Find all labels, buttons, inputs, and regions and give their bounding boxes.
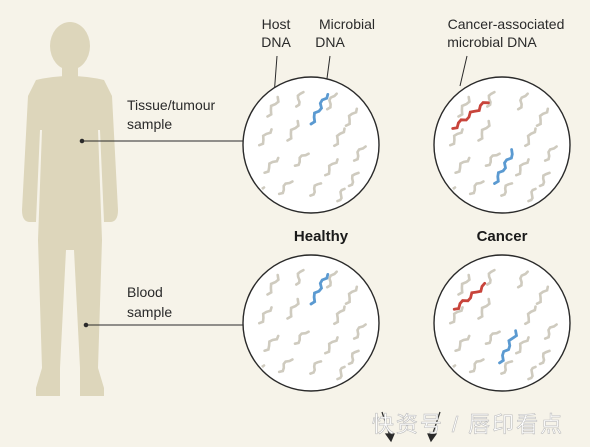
- host-dna-strand: [524, 305, 537, 326]
- host-dna-strand: [309, 360, 323, 375]
- host-dna-strand: [324, 158, 339, 177]
- host-dna-strand: [535, 107, 550, 127]
- host-dna-strand: [516, 92, 529, 111]
- host-dna-strand: [295, 90, 305, 108]
- tissue-healthy-panel: [242, 76, 380, 214]
- host-dna-strand: [286, 297, 300, 320]
- host-dna-strand: [336, 365, 346, 381]
- microbial-dna-strand: [493, 148, 514, 185]
- host-dna-strand: [277, 358, 294, 374]
- watermark-text: 快资号 / 唇印看点: [372, 412, 564, 437]
- cancer-dna-pointer: [459, 55, 468, 87]
- host-dna-strand: [515, 158, 530, 177]
- tissue-cancer-panel: [433, 76, 571, 214]
- host-dna-strand: [477, 297, 491, 320]
- host-dna-strand: [309, 182, 323, 197]
- host-dna-strand: [477, 119, 491, 142]
- host-dna-strand: [515, 336, 530, 355]
- host-dna-strand: [333, 305, 346, 326]
- host-dna-strand: [263, 156, 280, 174]
- host-dna-strand: [336, 187, 346, 203]
- host-dna-strand: [543, 323, 558, 340]
- host-dna-strand: [538, 349, 551, 366]
- host-dna-strand: [527, 187, 537, 203]
- host-dna-strand: [286, 119, 300, 142]
- sample-panels: [242, 76, 571, 392]
- host-dna-strand: [454, 334, 471, 352]
- blood-healthy-panel: [242, 254, 380, 392]
- host-dna-strand: [486, 268, 496, 286]
- host-dna-strand: [266, 95, 280, 118]
- host-dna-strand: [449, 128, 464, 147]
- host-dna-strand: [484, 152, 501, 167]
- tissue-sample-label-line2: sample: [127, 116, 172, 132]
- host-dna-strand: [543, 145, 558, 162]
- tissue-healthy-circle: [242, 76, 380, 214]
- microbial-dna-label-line1: Microbial: [319, 16, 375, 32]
- cancer-dna-label-line1: Cancer-associated: [448, 16, 565, 32]
- host-dna-strand: [293, 152, 310, 167]
- microbial-dna-strand: [309, 93, 330, 126]
- output-arrows: [381, 411, 441, 443]
- host-dna-strand: [266, 273, 280, 296]
- cancer-label: Cancer: [477, 228, 528, 245]
- host-dna-strand: [344, 285, 359, 305]
- blood-cancer-panel: [433, 254, 571, 392]
- host-dna-strand: [347, 349, 360, 366]
- host-dna-strand: [324, 336, 339, 355]
- host-dna-strand: [258, 128, 273, 147]
- host-dna-strand: [277, 180, 294, 196]
- host-dna-strand: [344, 107, 359, 127]
- host-dna-strand: [500, 182, 514, 197]
- cancer-dna-label-line2: microbial DNA: [447, 34, 537, 50]
- host-dna-strand: [535, 285, 550, 305]
- host-dna-strand: [468, 358, 485, 374]
- host-dna-strand: [352, 145, 367, 162]
- blood-cancer-circle: [433, 254, 571, 392]
- blood-sample-label-line1: Blood: [127, 284, 163, 300]
- healthy-label: Healthy: [294, 228, 349, 245]
- pointer-lines: [79, 55, 468, 328]
- host-dna-strand: [325, 92, 338, 111]
- host-dna-strand: [333, 127, 346, 148]
- host-dna-strand: [500, 360, 514, 375]
- cancer-microbial-dna-strand: [452, 281, 487, 311]
- host-dna-strand: [484, 330, 501, 345]
- microbial-dna-strand: [309, 273, 330, 306]
- host-dna-strand: [524, 127, 537, 148]
- microbial-dna-strand: [498, 329, 519, 365]
- blood-sample-label-line2: sample: [127, 304, 172, 320]
- host-dna-strand: [263, 334, 280, 352]
- host-dna-strand: [295, 268, 305, 286]
- host-dna-label-line1: Host: [262, 16, 291, 32]
- blood-healthy-circle: [242, 254, 380, 392]
- host-dna-strand: [527, 365, 537, 381]
- host-dna-strand: [258, 306, 273, 325]
- host-dna-strand: [449, 306, 464, 325]
- tissue-cancer-circle: [433, 76, 571, 214]
- host-dna-label-line2: DNA: [261, 34, 291, 50]
- host-dna-strand: [468, 180, 485, 196]
- host-dna-strand: [457, 95, 471, 118]
- host-dna-strand: [352, 323, 367, 340]
- host-dna-strand: [347, 171, 360, 188]
- host-dna-strand: [486, 90, 496, 108]
- host-dna-strand: [538, 171, 551, 188]
- host-dna-strand: [516, 270, 529, 289]
- tissue-sample-label-line1: Tissue/tumour: [127, 97, 216, 113]
- host-dna-strand: [293, 330, 310, 345]
- host-dna-strand: [325, 270, 338, 289]
- cancer-microbial-dna-strand: [451, 101, 490, 130]
- microbial-dna-label-line2: DNA: [315, 34, 345, 50]
- human-silhouette: [22, 22, 118, 396]
- host-dna-strand: [454, 156, 471, 174]
- host-dna-strand: [457, 273, 471, 296]
